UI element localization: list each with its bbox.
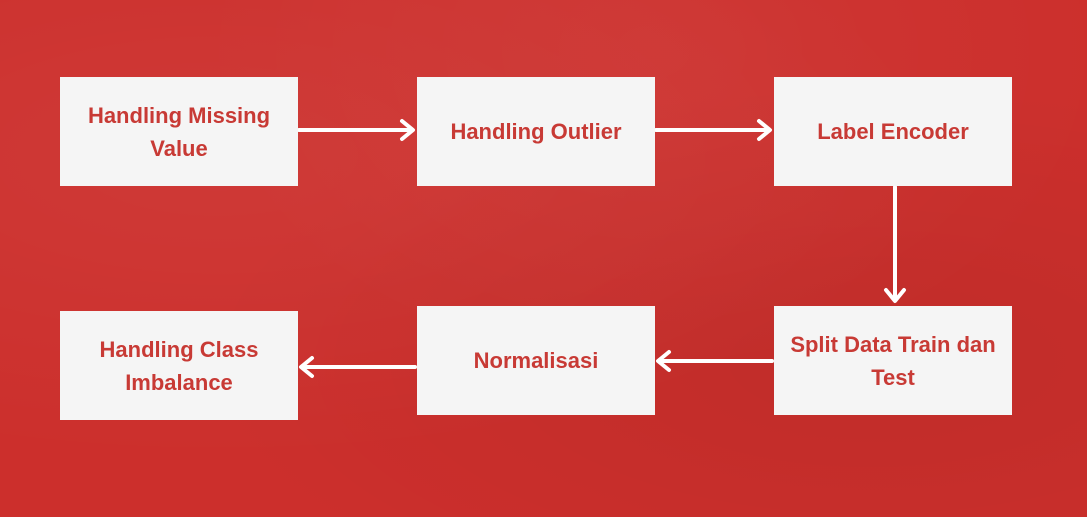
node-handling-outlier: Handling Outlier <box>417 77 655 186</box>
node-label: Handling Missing Value <box>87 102 271 161</box>
arrow-label-encoder-to-split <box>884 185 906 303</box>
node-split-data-train-dan-test: Split Data Train dan Test <box>774 306 1012 415</box>
node-label: Normalisasi <box>473 348 599 373</box>
node-label-encoder: Label Encoder <box>774 77 1012 186</box>
node-label: Handling Outlier <box>450 119 622 144</box>
arrow-outlier-to-label-encoder <box>654 119 772 141</box>
arrow-split-to-normalisasi <box>656 350 774 372</box>
node-handling-missing-value: Handling Missing Value <box>60 77 298 186</box>
node-normalisasi: Normalisasi <box>417 306 655 415</box>
arrow-normalisasi-to-class-imbalance <box>299 356 417 378</box>
node-handling-class-imbalance: Handling Class Imbalance <box>60 311 298 420</box>
node-label: Handling Class Imbalance <box>99 336 259 395</box>
node-label: Split Data Train dan Test <box>790 331 996 390</box>
node-label: Label Encoder <box>817 119 969 144</box>
arrow-missing-to-outlier <box>297 119 415 141</box>
